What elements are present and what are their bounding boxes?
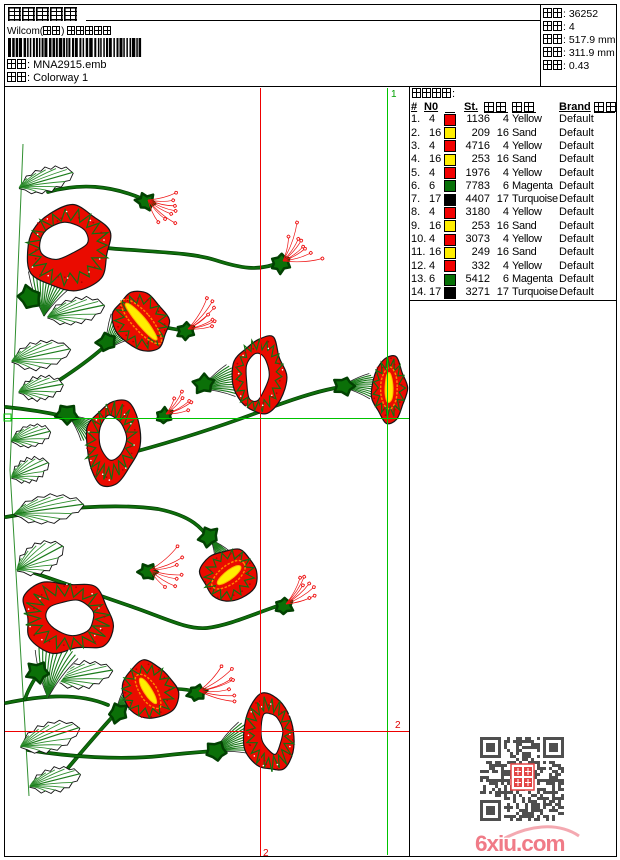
svg-text:2: 2 xyxy=(395,720,401,731)
svg-text:2: 2 xyxy=(263,848,269,859)
svg-text:1: 1 xyxy=(391,89,397,100)
svg-text:6xiu.com: 6xiu.com xyxy=(475,831,565,856)
